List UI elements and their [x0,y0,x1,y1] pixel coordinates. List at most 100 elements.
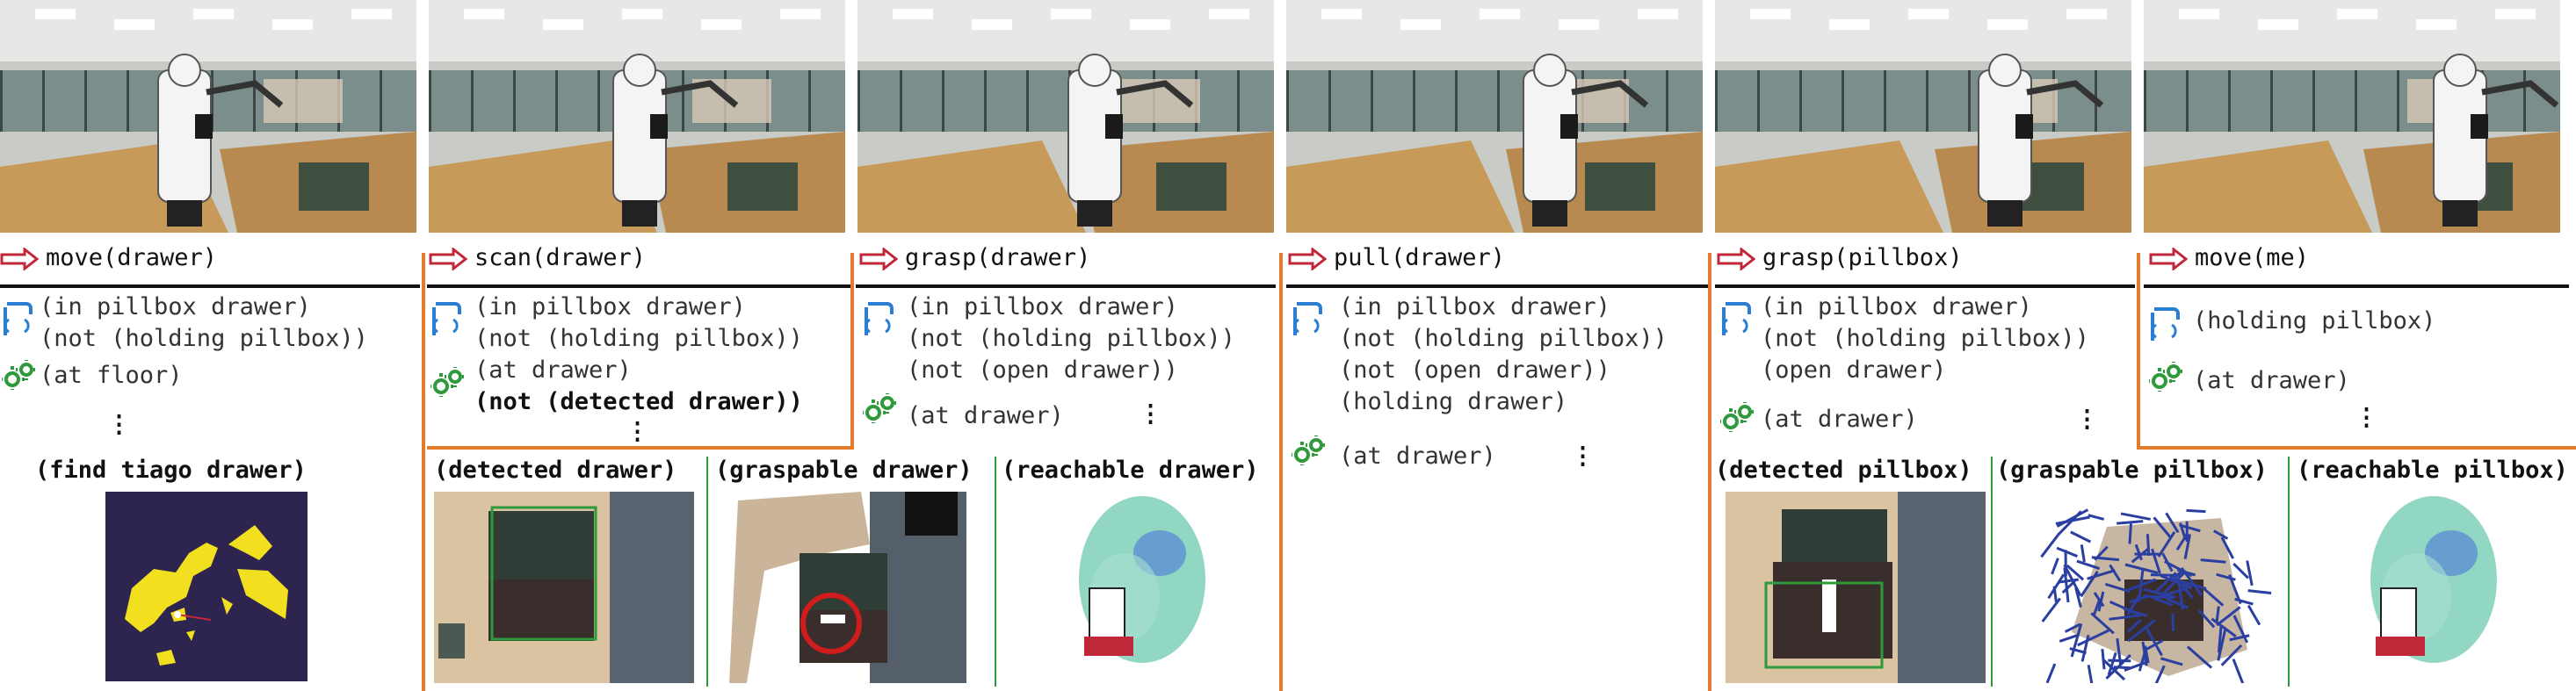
grasp-candidate [2160,657,2183,666]
state-line-1: (in pillbox drawer) [907,293,1178,320]
state-line-3: (not (open drawer)) [907,356,1178,384]
gear-line-1: (at floor) [40,362,183,389]
grasp-candidate [2061,579,2076,594]
grasp-candidate [2144,625,2163,657]
panel-separator [2288,457,2290,687]
grasp-candidate [2056,508,2089,528]
grasp-candidate [2247,589,2272,595]
grasp-candidate [2232,562,2249,579]
state-line-2: (not (holding pillbox)) [1339,325,1668,352]
action-move-me: move(me) [2149,244,2309,271]
grasp-candidate [2080,544,2086,563]
detected-drawer-image [434,492,694,683]
grasp-candidate [2246,560,2254,587]
grasp-candidate [2200,558,2226,564]
grasp-candidate [2070,530,2092,543]
grasp-candidate [2143,594,2175,600]
column-separator [422,253,425,691]
grasp-candidate [2109,614,2142,621]
action-grasp-pillbox: grasp(pillbox) [1717,244,1963,271]
gear-icon [431,367,464,397]
grasp-candidate [2172,573,2194,600]
row-separator [2137,446,2576,450]
grasp-candidate [2175,532,2189,551]
panel-separator [706,457,708,687]
grasp-candidate [2153,596,2174,607]
action-label: grasp(pillbox) [1762,244,1963,271]
grasp-candidate [2211,617,2237,638]
grasp-candidate [2213,529,2229,540]
row-separator [427,446,854,450]
ellipsis: ⋮ [107,411,131,438]
ellipsis: ⋮ [626,418,649,445]
grasp-candidate [2163,570,2188,594]
gear-line-1: (at drawer) [474,356,632,384]
arrow-right-icon [429,247,467,270]
grasp-candidate [2220,644,2243,666]
robot-scene-photo [1286,0,1703,233]
grasp-candidate [2107,651,2117,676]
grasp-candidate [2134,543,2143,561]
action-label: move(me) [2195,244,2310,271]
grasp-candidate [2129,595,2147,604]
gear-line-1: (at drawer) [907,402,1064,429]
grasp-candidate [2144,645,2150,664]
grasp-candidate [2229,634,2250,642]
column-separator [1708,253,1711,691]
grasp-candidate [2052,586,2058,602]
grasp-candidate [2232,615,2249,644]
bracket-icon [865,302,894,335]
grasp-candidate [2232,659,2245,683]
bracket-icon [1722,302,1751,335]
grasp-candidate [2041,597,2061,623]
grasp-candidate [2056,546,2078,558]
state-line-3: (not (open drawer)) [1339,356,1610,384]
grasp-candidate [2201,586,2225,607]
grasp-candidate [2066,564,2085,581]
action-label: pull(drawer) [1334,244,1506,271]
arrow-right-icon [859,247,898,270]
column-separator [1279,253,1283,691]
panel-separator [995,457,996,687]
grasp-candidate [2102,658,2126,681]
action-pull-drawer: pull(drawer) [1288,244,1505,271]
gear-icon [2149,362,2182,392]
state-line-1: (in pillbox drawer) [1339,293,1610,320]
column-separator [850,253,854,448]
ellipsis: ⋮ [2075,406,2099,433]
grasp-candidate [2161,552,2174,572]
grasp-candidate [2180,566,2203,596]
grasp-candidate [2113,666,2131,670]
grasp-candidate [2104,582,2131,594]
state-line-2: (not (holding pillbox)) [40,325,368,352]
gear-line-1: (at drawer) [1339,443,1496,470]
action-label: scan(drawer) [474,244,647,271]
gear-line-2: (not (detected drawer)) [474,388,803,415]
grasp-candidate [2045,663,2057,683]
divider-rule [427,284,852,288]
panel-title-find-tiago-drawer: (find tiago drawer) [35,457,307,484]
grasp-candidate [2059,578,2079,584]
grasp-candidate [2059,633,2080,643]
action-label: move(drawer) [46,244,218,271]
arrow-right-icon [2149,247,2188,270]
grasp-candidate [2127,619,2156,643]
bracket-icon [2151,307,2180,341]
divider-rule [0,284,420,288]
grasp-candidate [2183,534,2192,559]
grasp-candidate [2097,591,2105,612]
grasp-candidate [2186,508,2206,514]
divider-rule [1286,284,1711,288]
state-line-2: (not (holding pillbox)) [907,325,1235,352]
divider-rule [1715,284,2135,288]
grasp-candidate [2171,613,2174,632]
robot-scene-photo [429,0,845,233]
grasp-candidate [2217,626,2223,653]
grasp-candidate [2127,578,2157,592]
grasp-candidate [2124,660,2147,672]
reachable-drawer-image [1079,496,1205,663]
grasp-candidate [2179,523,2201,533]
bracket-icon [4,302,33,335]
grasp-candidate [2123,608,2148,617]
grasp-candidate [2077,629,2109,647]
